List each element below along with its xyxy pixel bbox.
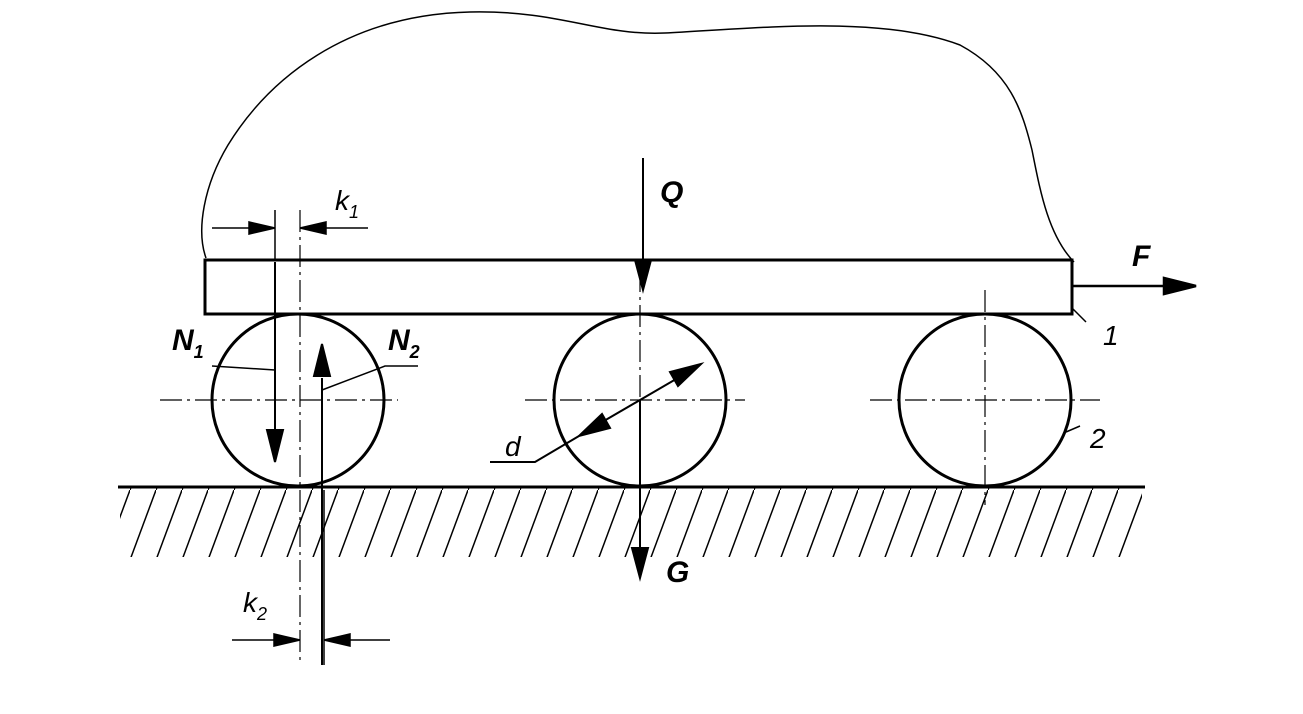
ground-hatching (120, 487, 1142, 557)
label-k1: k1 (335, 185, 359, 222)
label-part-2: 2 (1089, 423, 1106, 454)
label-k2: k2 (243, 587, 267, 624)
f-arrow (1072, 276, 1197, 296)
label-f: F (1132, 240, 1151, 273)
leader-lines (211, 307, 1087, 433)
label-n2: N2 (388, 324, 420, 362)
n1-arrow (265, 262, 285, 463)
g-arrow (630, 400, 650, 582)
k1-dimension (212, 210, 368, 260)
label-q: Q (660, 176, 683, 209)
n2-arrow (312, 343, 332, 665)
label-g: G (666, 556, 689, 589)
diameter-arrow (490, 362, 705, 463)
q-arrow (633, 158, 653, 294)
label-d: d (505, 431, 522, 462)
k2-dimension (232, 490, 390, 665)
label-part-1: 1 (1103, 320, 1119, 351)
label-n1: N1 (172, 324, 204, 362)
load-outline (201, 11, 1075, 263)
